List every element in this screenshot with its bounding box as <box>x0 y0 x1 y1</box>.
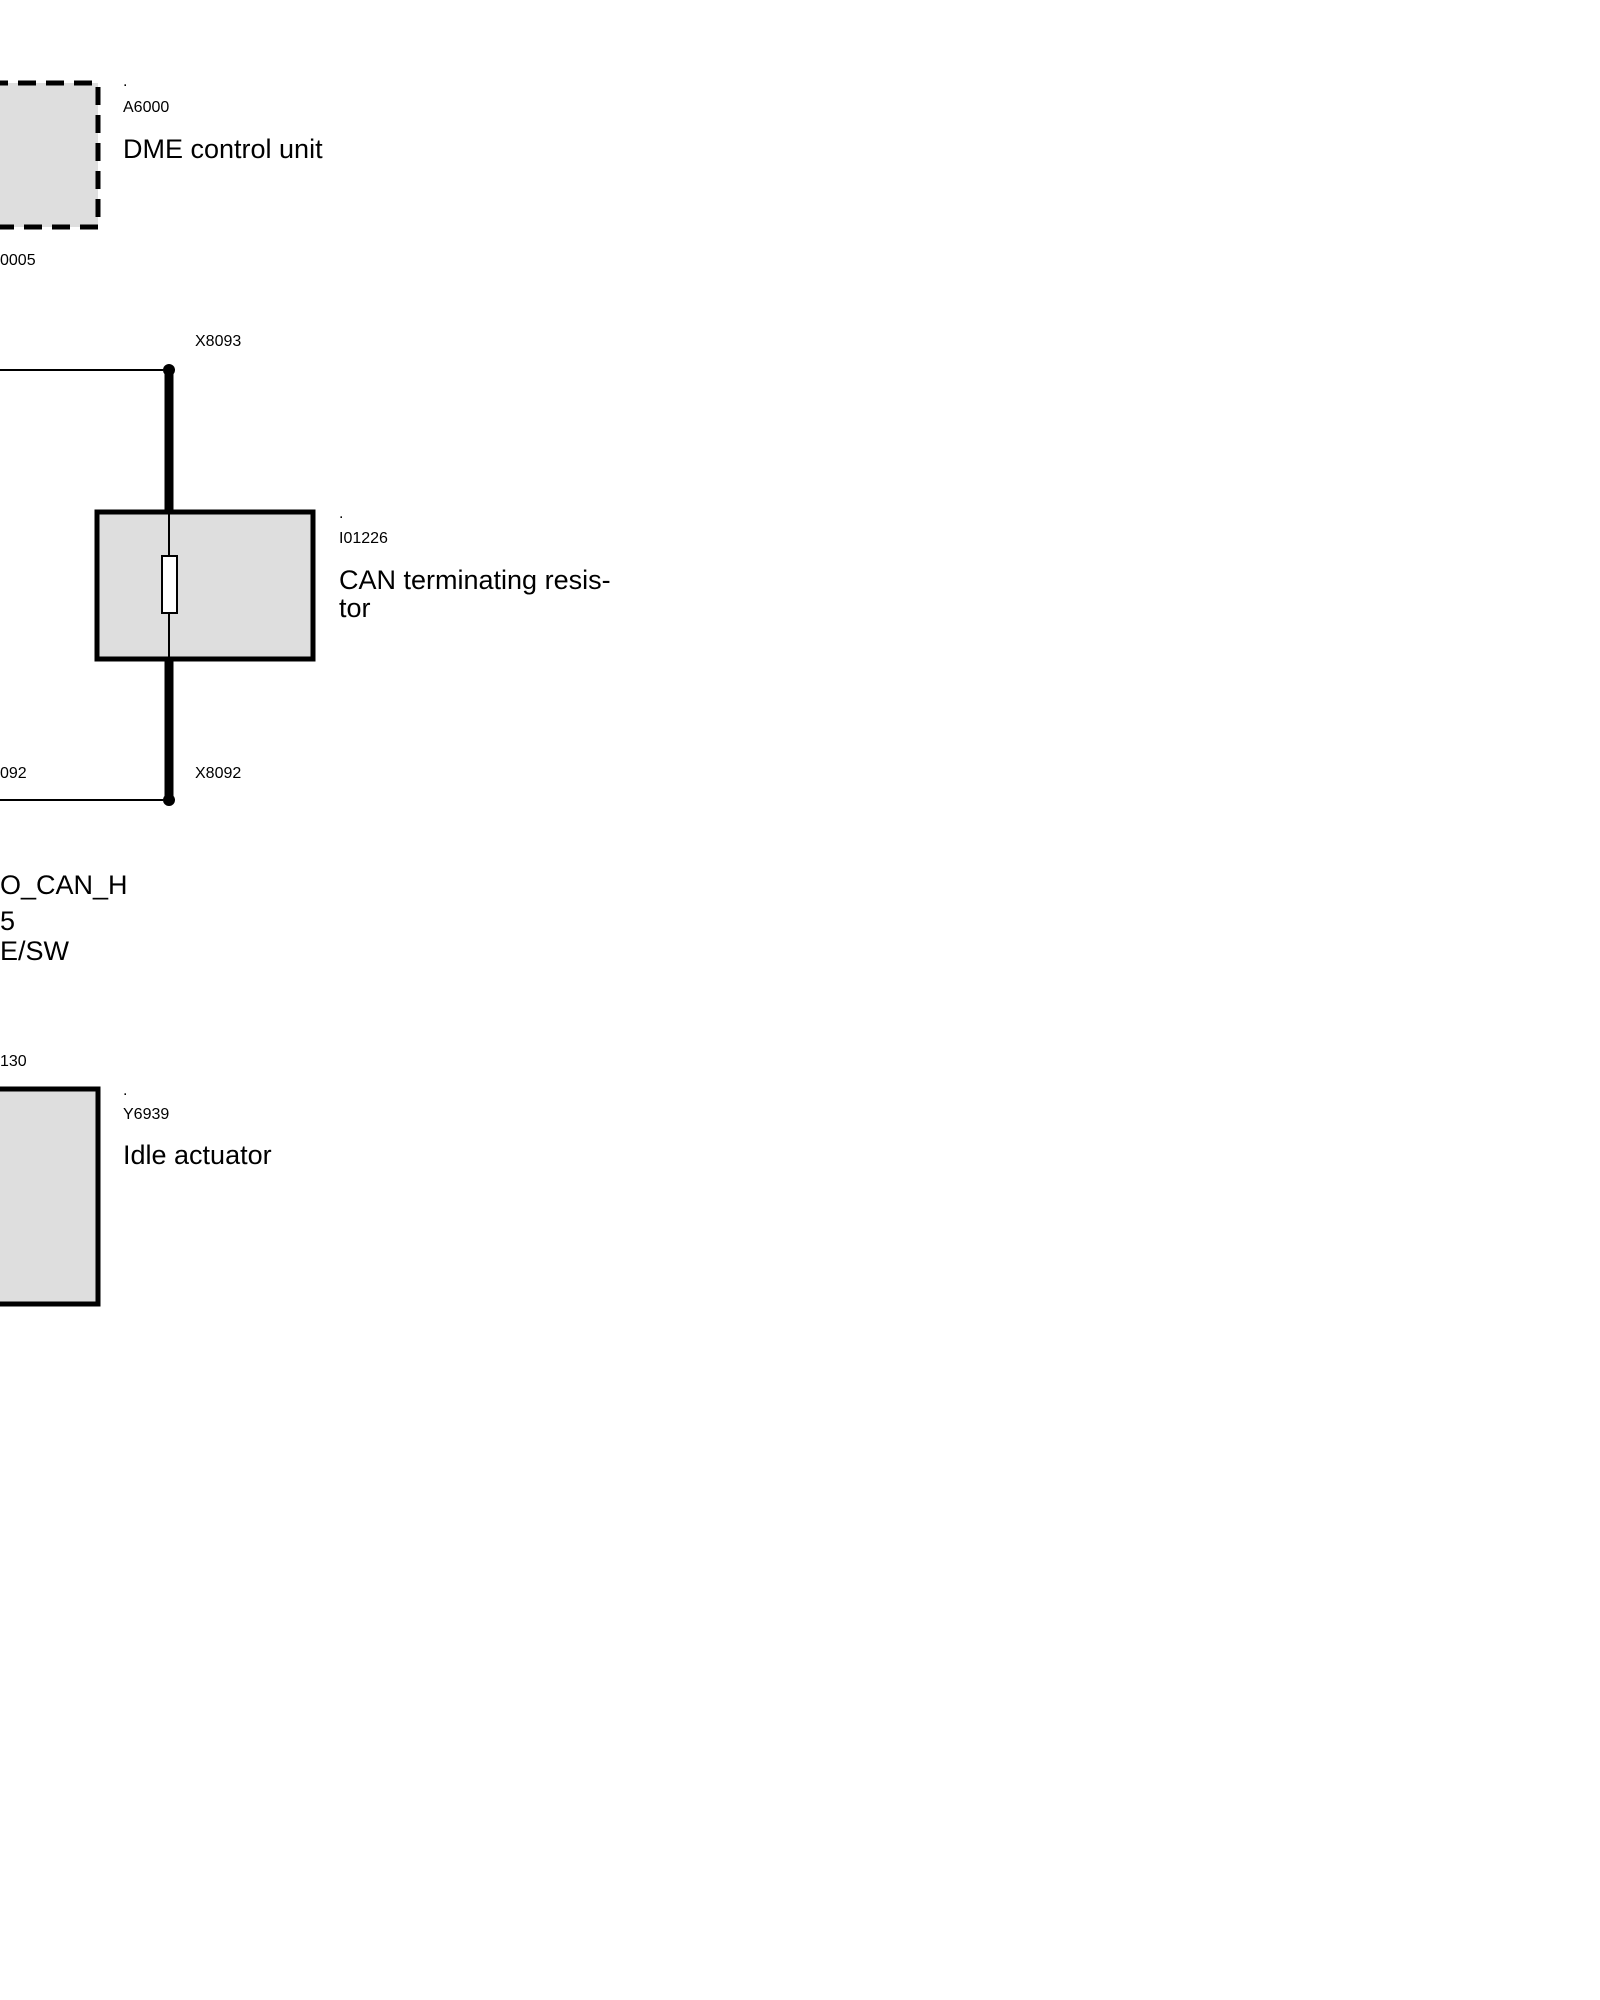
idle-marker: . <box>123 1082 127 1099</box>
dme-pin: 0005 <box>0 252 36 269</box>
wire-label-line1: O_CAN_H <box>0 870 128 900</box>
dme-name: DME control unit <box>123 134 323 164</box>
idle-name: Idle actuator <box>123 1140 272 1170</box>
dme-control-unit-box[interactable] <box>0 80 101 230</box>
connector-bottom-left-label: 092 <box>0 765 27 782</box>
resistor-icon <box>161 555 178 614</box>
dme-marker: . <box>123 73 127 90</box>
wire-label-line2: 5 <box>0 906 15 936</box>
resistor-name-line2: tor <box>339 593 371 623</box>
connector-bottom-label: X8092 <box>195 765 241 782</box>
wire-label-line3: E/SW <box>0 936 70 966</box>
connector-top-label: X8093 <box>195 333 241 350</box>
idle-id: Y6939 <box>123 1106 169 1123</box>
idle-actuator-box[interactable] <box>0 1086 101 1307</box>
resistor-id: I01226 <box>339 530 388 547</box>
resistor-marker: . <box>339 505 343 522</box>
resistor-name-line1: CAN terminating resis- <box>339 565 611 595</box>
dme-id: A6000 <box>123 99 169 116</box>
connector-dot-bottom <box>163 794 175 806</box>
idle-pin: 130 <box>0 1053 27 1070</box>
can-terminating-resistor-box[interactable] <box>94 509 316 662</box>
